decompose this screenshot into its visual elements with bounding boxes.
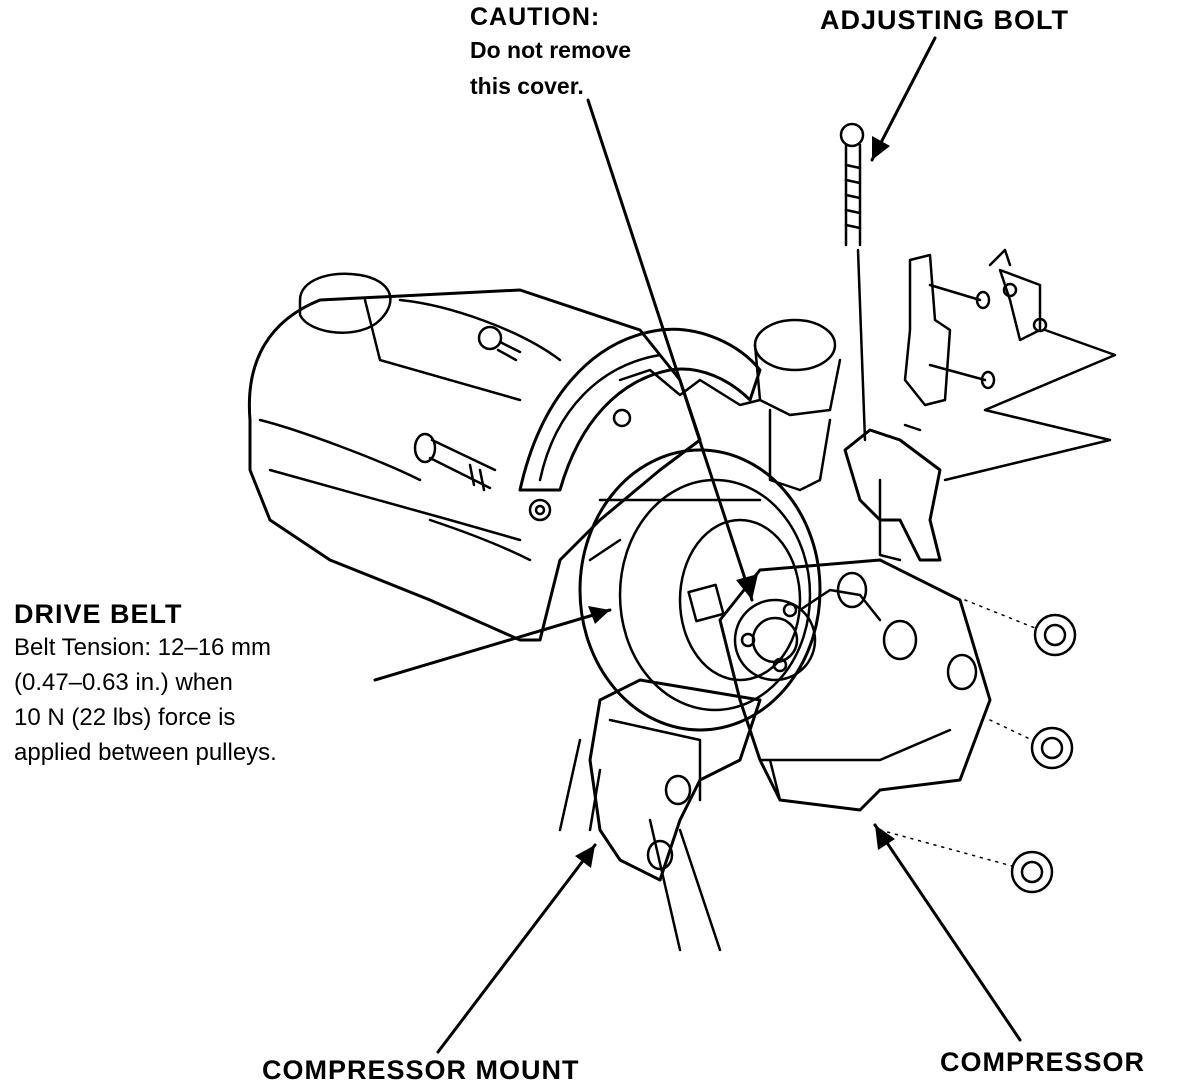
caution-line-1: Do not remove xyxy=(470,37,632,63)
caution-leader xyxy=(588,100,752,600)
stud-leader-lines xyxy=(880,600,1035,866)
drive-belt-line-2: (0.47–0.63 in.) when xyxy=(14,669,233,697)
compressor-body xyxy=(720,560,990,810)
drive-belt-line-3: 10 N (22 lbs) force is xyxy=(14,704,236,732)
belt-cover xyxy=(520,329,760,520)
drive-belt-label: DRIVE BELT Belt Tension: 12–16 mm (0.47–… xyxy=(14,598,277,770)
leader-arrows xyxy=(375,38,1020,1052)
mount-bolt xyxy=(415,434,495,490)
adjusting-bolt-leader xyxy=(872,38,935,160)
drive-belt-leader xyxy=(375,610,610,680)
adjusting-bracket xyxy=(845,430,940,560)
compressor-label: COMPRESSOR xyxy=(940,1047,1146,1077)
tension-bracket xyxy=(905,250,1115,480)
compressor-leader xyxy=(875,825,1020,1040)
compressor-pulley xyxy=(580,450,820,730)
adjusting-bolt-label: ADJUSTING BOLT xyxy=(820,5,1069,35)
nut-middle xyxy=(1032,728,1072,768)
drive-belt-line-1: Belt Tension: 12–16 mm xyxy=(14,634,272,662)
arrowheads xyxy=(575,136,895,868)
adjusting-bolt xyxy=(841,124,865,440)
caution-label: CAUTION: Do not remove this cover. xyxy=(470,2,631,104)
drive-belt-title: DRIVE BELT xyxy=(14,599,183,629)
nut-bottom xyxy=(1012,852,1052,892)
reservoir xyxy=(755,320,840,490)
compressor-mount-leader xyxy=(438,845,595,1052)
caution-line-2: this cover. xyxy=(470,73,584,99)
compressor-mount-bracket xyxy=(560,680,760,950)
compressor-mount-label: COMPRESSOR MOUNT xyxy=(262,1055,580,1085)
drive-belt-line-4: applied between pulleys. xyxy=(14,739,277,767)
caution-title: CAUTION: xyxy=(470,3,601,31)
cover-bolt xyxy=(479,327,520,360)
nut-top xyxy=(1035,615,1075,655)
engine-block xyxy=(249,274,700,640)
